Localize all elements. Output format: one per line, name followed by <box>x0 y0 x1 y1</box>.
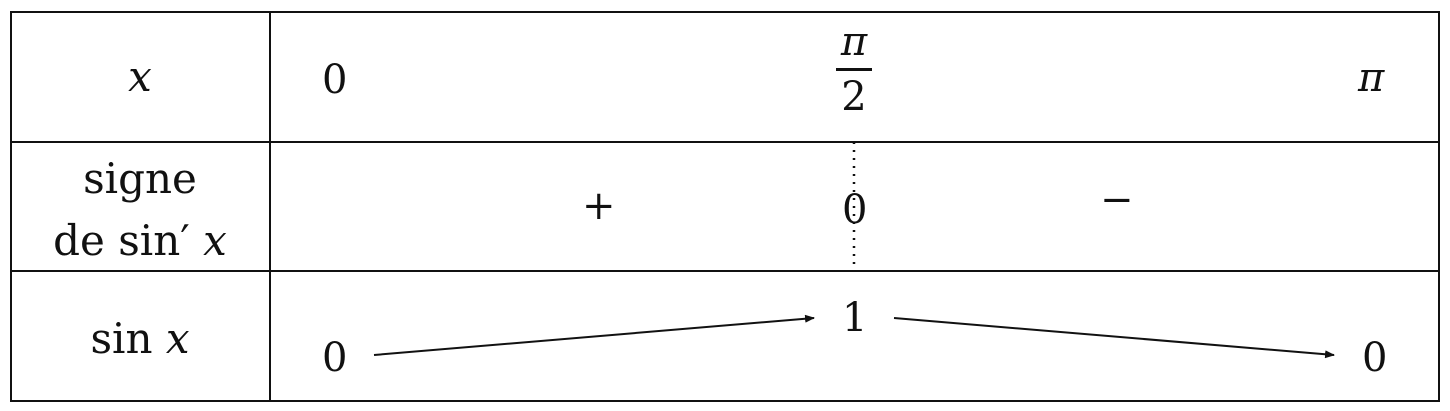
variation-peak: 1 <box>842 295 868 341</box>
sign-label-var: x <box>203 216 227 265</box>
sign-plus: + <box>582 183 616 229</box>
x-value-end: π <box>1358 55 1385 101</box>
decreasing-arrow <box>893 317 1335 359</box>
row-label-sign-line2: de sin′ x <box>40 220 240 262</box>
sin-label-prefix: sin <box>90 314 153 363</box>
variation-start: 0 <box>322 335 348 381</box>
fraction-denominator: 2 <box>841 74 867 120</box>
increasing-arrow <box>373 314 815 356</box>
fraction-bar <box>836 68 872 71</box>
x-value-pi-over-2: π 2 <box>836 22 872 117</box>
sin-label-var: x <box>165 314 190 363</box>
sign-minus: − <box>1100 177 1134 223</box>
row-label-x: x <box>128 52 152 101</box>
table-border <box>10 11 1440 402</box>
variation-end: 0 <box>1362 335 1388 381</box>
sign-zero: 0 <box>842 187 868 233</box>
x-value-start: 0 <box>322 57 348 103</box>
sign-label-prefix: de sin′ <box>53 216 190 265</box>
fraction-numerator: π <box>840 19 868 65</box>
row-label-sign-line1: signe <box>83 154 197 203</box>
row-label-sin: sin x <box>40 318 240 360</box>
